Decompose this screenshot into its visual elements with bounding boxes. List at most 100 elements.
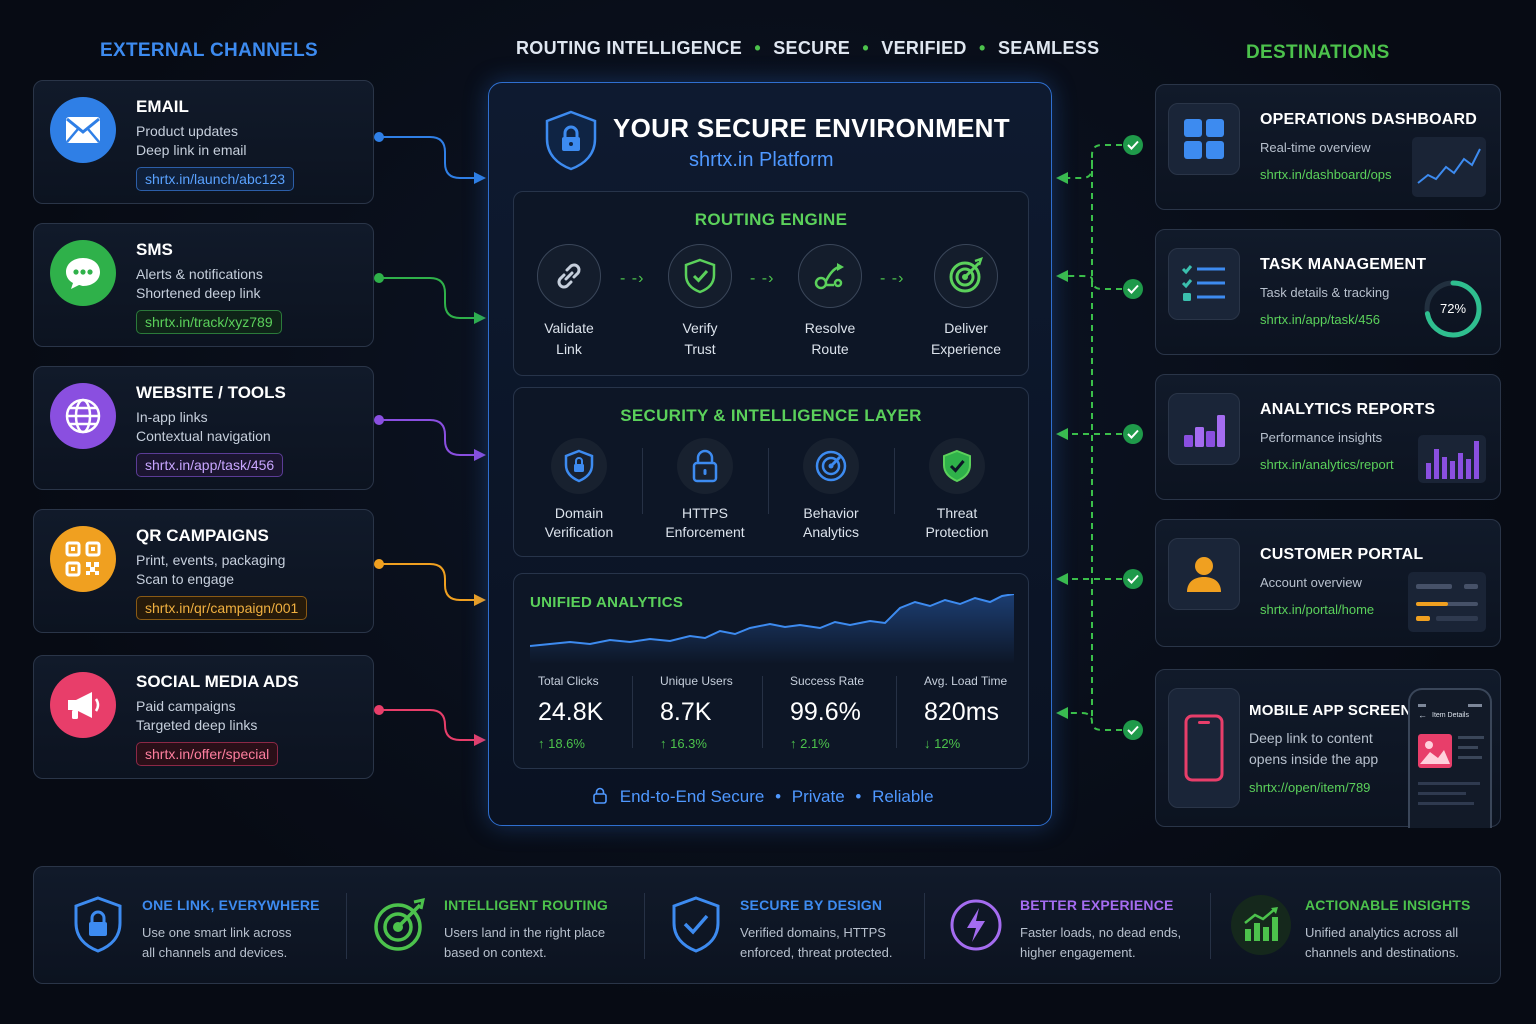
divider <box>632 676 633 748</box>
destination-title: MOBILE APP SCREEN <box>1249 702 1412 719</box>
analytics-title: UNIFIED ANALYTICS <box>530 594 684 611</box>
check-icon <box>1123 279 1143 299</box>
metric-value: 820ms <box>924 698 1000 726</box>
footer-label: End-to-End Secure <box>619 787 765 806</box>
metric-delta: ↑ 2.1% <box>790 736 830 751</box>
gauge-icon <box>803 438 859 494</box>
destination-link[interactable]: shrtx.in/analytics/report <box>1260 457 1394 472</box>
channel-description: Product updates <box>136 123 238 139</box>
qr-code-icon <box>50 526 116 592</box>
channel-card-website[interactable]: WEBSITE / TOOLS In-app links Contextual … <box>33 366 374 490</box>
check-icon <box>1123 569 1143 589</box>
globe-icon <box>50 383 116 449</box>
destination-subtitle: Real-time overview <box>1260 140 1371 155</box>
phone-back-arrow-icon: ← <box>1418 710 1427 720</box>
grid-icon <box>1168 103 1240 175</box>
feature-title: BETTER EXPERIENCE <box>1020 897 1174 913</box>
divider <box>644 893 645 959</box>
metric-unique-users: Unique Users 8.7K ↑ 16.3% <box>660 674 785 751</box>
security-label: Protection <box>925 524 989 540</box>
phone-content-lines <box>1458 736 1484 759</box>
bar-chart-icon <box>1168 393 1240 465</box>
check-icon <box>1123 135 1143 155</box>
envelope-icon <box>50 97 116 163</box>
security-label: Verification <box>544 524 614 540</box>
channel-description: Alerts & notifications <box>136 266 263 282</box>
channel-link[interactable]: shrtx.in/launch/abc123 <box>136 167 295 191</box>
step-label: Resolve <box>804 320 856 336</box>
security-label: Threat <box>936 505 978 521</box>
channel-title: QR CAMPAIGNS <box>136 526 269 545</box>
destination-link[interactable]: shrtx.in/portal/home <box>1260 602 1375 617</box>
channel-description: In-app links <box>136 409 208 425</box>
image-icon <box>1418 734 1452 768</box>
analytics-sparkline <box>530 594 1014 664</box>
growth-chart-icon <box>1231 895 1291 955</box>
link-icon <box>537 244 601 308</box>
divider <box>762 676 763 748</box>
channel-card-email[interactable]: EMAIL Product updates Deep link in email… <box>33 80 374 204</box>
channel-description: Paid campaigns <box>136 698 236 714</box>
shield-check-icon <box>666 895 726 955</box>
feature-title: INTELLIGENT ROUTING <box>444 897 609 913</box>
tagline-part: VERIFIED <box>881 38 967 58</box>
metric-delta: ↑ 16.3% <box>660 736 707 751</box>
chat-bubble-icon <box>50 240 116 306</box>
channel-title: SMS <box>136 240 173 259</box>
destination-card-operations[interactable]: OPERATIONS DASHBOARD Real-time overview … <box>1155 84 1501 210</box>
metric-label: Unique Users <box>660 674 733 688</box>
feature-actionable-insights: ACTIONABLE INSIGHTS Unified analytics ac… <box>1197 867 1497 985</box>
destination-card-portal[interactable]: CUSTOMER PORTAL Account overview shrtx.i… <box>1155 519 1501 647</box>
destination-link[interactable]: shrtx://open/item/789 <box>1249 780 1371 795</box>
step-label: Trust <box>684 341 716 357</box>
channel-link[interactable]: shrtx.in/offer/special <box>136 742 279 766</box>
security-label: Analytics <box>802 524 860 540</box>
target-icon <box>934 244 998 308</box>
destination-card-mobile[interactable]: MOBILE APP SCREEN Deep link to content o… <box>1155 669 1501 828</box>
destination-subtitle: Performance insights <box>1260 430 1383 445</box>
divider <box>924 893 925 959</box>
feature-title: ONE LINK, EVERYWHERE <box>142 897 320 913</box>
footer-label: Private <box>791 787 845 806</box>
tagline-part: ROUTING INTELLIGENCE <box>516 38 742 58</box>
arrow-right-icon: - -› <box>880 270 905 287</box>
feature-description: all channels and devices. <box>142 945 288 960</box>
destination-card-tasks[interactable]: TASK MANAGEMENT Task details & tracking … <box>1155 229 1501 355</box>
progress-ring <box>1424 280 1482 338</box>
shield-lock-icon <box>68 895 128 955</box>
security-label: Behavior <box>803 505 859 521</box>
channel-link[interactable]: shrtx.in/qr/campaign/001 <box>136 596 308 620</box>
padlock-icon <box>677 438 733 494</box>
divider <box>894 448 895 514</box>
environment-subtitle: shrtx.in Platform <box>689 149 834 171</box>
phone-content-lines <box>1418 782 1480 805</box>
shield-lock-icon <box>551 438 607 494</box>
destination-subtitle: opens inside the app <box>1249 751 1379 767</box>
channel-card-social[interactable]: SOCIAL MEDIA ADS Paid campaigns Targeted… <box>33 655 374 779</box>
channel-link[interactable]: shrtx.in/track/xyz789 <box>136 310 282 334</box>
metric-value: 8.7K <box>660 698 712 726</box>
channel-link[interactable]: shrtx.in/app/task/456 <box>136 453 284 477</box>
step-label: Link <box>556 341 582 357</box>
divider <box>768 448 769 514</box>
destination-card-analytics[interactable]: ANALYTICS REPORTS Performance insights s… <box>1155 374 1501 500</box>
metric-total-clicks: Total Clicks 24.8K ↑ 18.6% <box>538 674 663 751</box>
arrow-right-icon: - -› <box>750 270 775 287</box>
shield-lock-icon <box>543 109 599 176</box>
secure-environment: YOUR SECURE ENVIRONMENT shrtx.in Platfor… <box>488 82 1052 826</box>
channel-card-sms[interactable]: SMS Alerts & notifications Shortened dee… <box>33 223 374 347</box>
feature-intelligent-routing: INTELLIGENT ROUTING Users land in the ri… <box>336 867 646 985</box>
feature-description: Unified analytics across all <box>1305 925 1459 940</box>
destination-link[interactable]: shrtx.in/dashboard/ops <box>1260 167 1392 182</box>
destination-link[interactable]: shrtx.in/app/task/456 <box>1260 312 1380 327</box>
phone-icon <box>1168 688 1240 808</box>
target-icon <box>370 895 430 955</box>
step-label: Verify <box>682 320 718 336</box>
channel-card-qr[interactable]: QR CAMPAIGNS Print, events, packaging Sc… <box>33 509 374 633</box>
metric-value: 24.8K <box>538 698 604 726</box>
channel-description: Deep link in email <box>136 142 247 158</box>
